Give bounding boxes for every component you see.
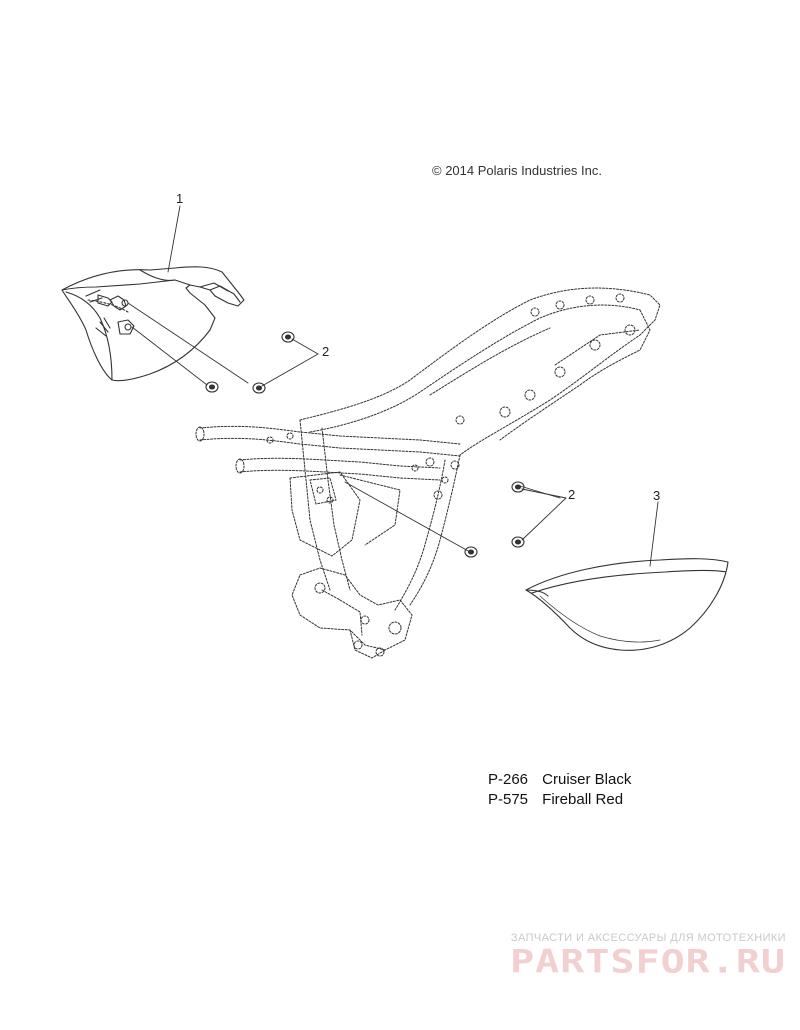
right-side-cover [525, 558, 729, 651]
paint-code: P-266 [488, 771, 529, 788]
paint-option: P-266 Cruiser Black [488, 770, 631, 790]
callout-1: 1 [176, 191, 183, 206]
nut-group-upper [205, 331, 295, 394]
callout-leaders [167, 205, 659, 567]
watermark: ЗАПЧАСТИ И АКСЕССУАРЫ ДЛЯ МОТОТЕХНИКИ PA… [486, 932, 786, 986]
paint-name: Cruiser Black [542, 771, 632, 788]
left-side-cover [61, 266, 245, 382]
motorcycle-frame [195, 287, 661, 659]
nut-group-lower [464, 481, 525, 558]
leader-lines-right [344, 481, 561, 553]
watermark-tagline: ЗАПЧАСТИ И АКСЕССУАРЫ ДЛЯ МОТОТЕХНИКИ [510, 932, 786, 944]
callout-3: 3 [653, 488, 660, 503]
paint-option: P-575 Fireball Red [488, 790, 631, 810]
callout-2-lower: 2 [568, 487, 575, 502]
paint-code: P-575 [488, 791, 529, 808]
paint-name: Fireball Red [542, 791, 624, 808]
paint-options-list: P-266 Cruiser Black P-575 Fireball Red [488, 770, 631, 810]
watermark-logo: PARTSFOR.RU [510, 943, 786, 981]
leader-lines-left [127, 302, 249, 386]
copyright-notice: © 2014 Polaris Industries Inc. [432, 163, 602, 178]
callout-2-upper: 2 [322, 344, 329, 359]
